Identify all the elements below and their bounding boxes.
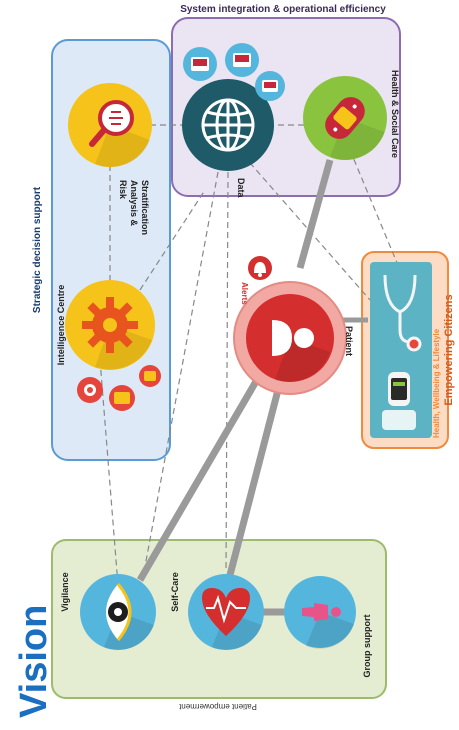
intelligence-device-icons <box>77 365 161 411</box>
group-support-node: Group support <box>284 576 372 678</box>
link-patient-health <box>296 159 334 269</box>
wearable-wristband-icon <box>382 372 416 430</box>
risk-node: Risk Analysis & Stratification <box>68 83 152 235</box>
risk-label: Risk Analysis & Stratification <box>118 180 150 235</box>
patient-label: Patient <box>344 326 354 356</box>
patient-empowerment-title: Patient empowerment <box>178 702 257 711</box>
person-icon <box>302 603 341 621</box>
stethoscope-icon <box>383 274 422 352</box>
device-icons <box>183 43 285 101</box>
magnifier-icon <box>89 100 134 147</box>
device-icon <box>255 71 285 101</box>
health-wellbeing-panel: Health, Wellbeing & Lifestyle <box>370 262 441 438</box>
device-icon <box>77 377 103 403</box>
self-care-label: Self-Care <box>170 572 180 612</box>
globe-icon <box>201 98 255 152</box>
intelligence-centre-label: Intelligence Centre <box>56 285 66 366</box>
device-icon <box>109 385 135 411</box>
risk-label-line-2: Analysis & <box>129 180 139 227</box>
strategic-decision-title: Strategic decision support <box>32 186 43 313</box>
link-patient-vigilance <box>136 376 262 582</box>
alert-bell-icon <box>254 262 266 277</box>
vision-title: Vision <box>13 605 55 718</box>
health-social-care-label: Health & Social Care <box>390 70 400 158</box>
connector-health-citizens <box>349 149 401 271</box>
vigilance-node: Vigilance <box>60 572 156 650</box>
eye-icon <box>106 583 132 641</box>
patient-node: Patient <box>233 281 354 395</box>
heart-monitor-icon <box>202 588 250 636</box>
intelligence-centre-node: Intelligence Centre <box>56 280 155 370</box>
connector-data-selfcare <box>225 171 229 573</box>
alerts-label: Alerts <box>240 282 249 305</box>
device-icon <box>225 43 259 77</box>
system-integration-title: System integration & operational efficie… <box>180 4 386 15</box>
empowering-citizens-title: Empowering Citizens <box>443 294 455 405</box>
link-patient-selfcare <box>226 389 282 576</box>
device-icon <box>183 47 217 81</box>
person-bust-icon <box>272 320 314 356</box>
connector-intelligence-vigilance <box>99 359 119 586</box>
risk-label-line-3: Stratification <box>140 180 150 235</box>
risk-label-line-1: Risk <box>118 180 128 200</box>
health-social-care-node: Health & Social Care <box>303 70 400 160</box>
data-node: Data <box>182 79 274 199</box>
alerts-node: Alerts <box>240 256 272 305</box>
device-icon <box>139 365 161 387</box>
data-label: Data <box>236 178 246 199</box>
connector-data-citizens <box>229 139 371 301</box>
self-care-node: Self-Care <box>170 572 264 650</box>
bandage-icon <box>325 97 365 139</box>
connector-data-vigilance <box>143 171 219 573</box>
vigilance-label: Vigilance <box>60 572 70 611</box>
gear-icon <box>82 297 138 353</box>
group-support-label: Group support <box>362 615 372 678</box>
health-wellbeing-image <box>370 262 432 438</box>
health-wellbeing-label: Health, Wellbeing & Lifestyle <box>432 328 441 438</box>
